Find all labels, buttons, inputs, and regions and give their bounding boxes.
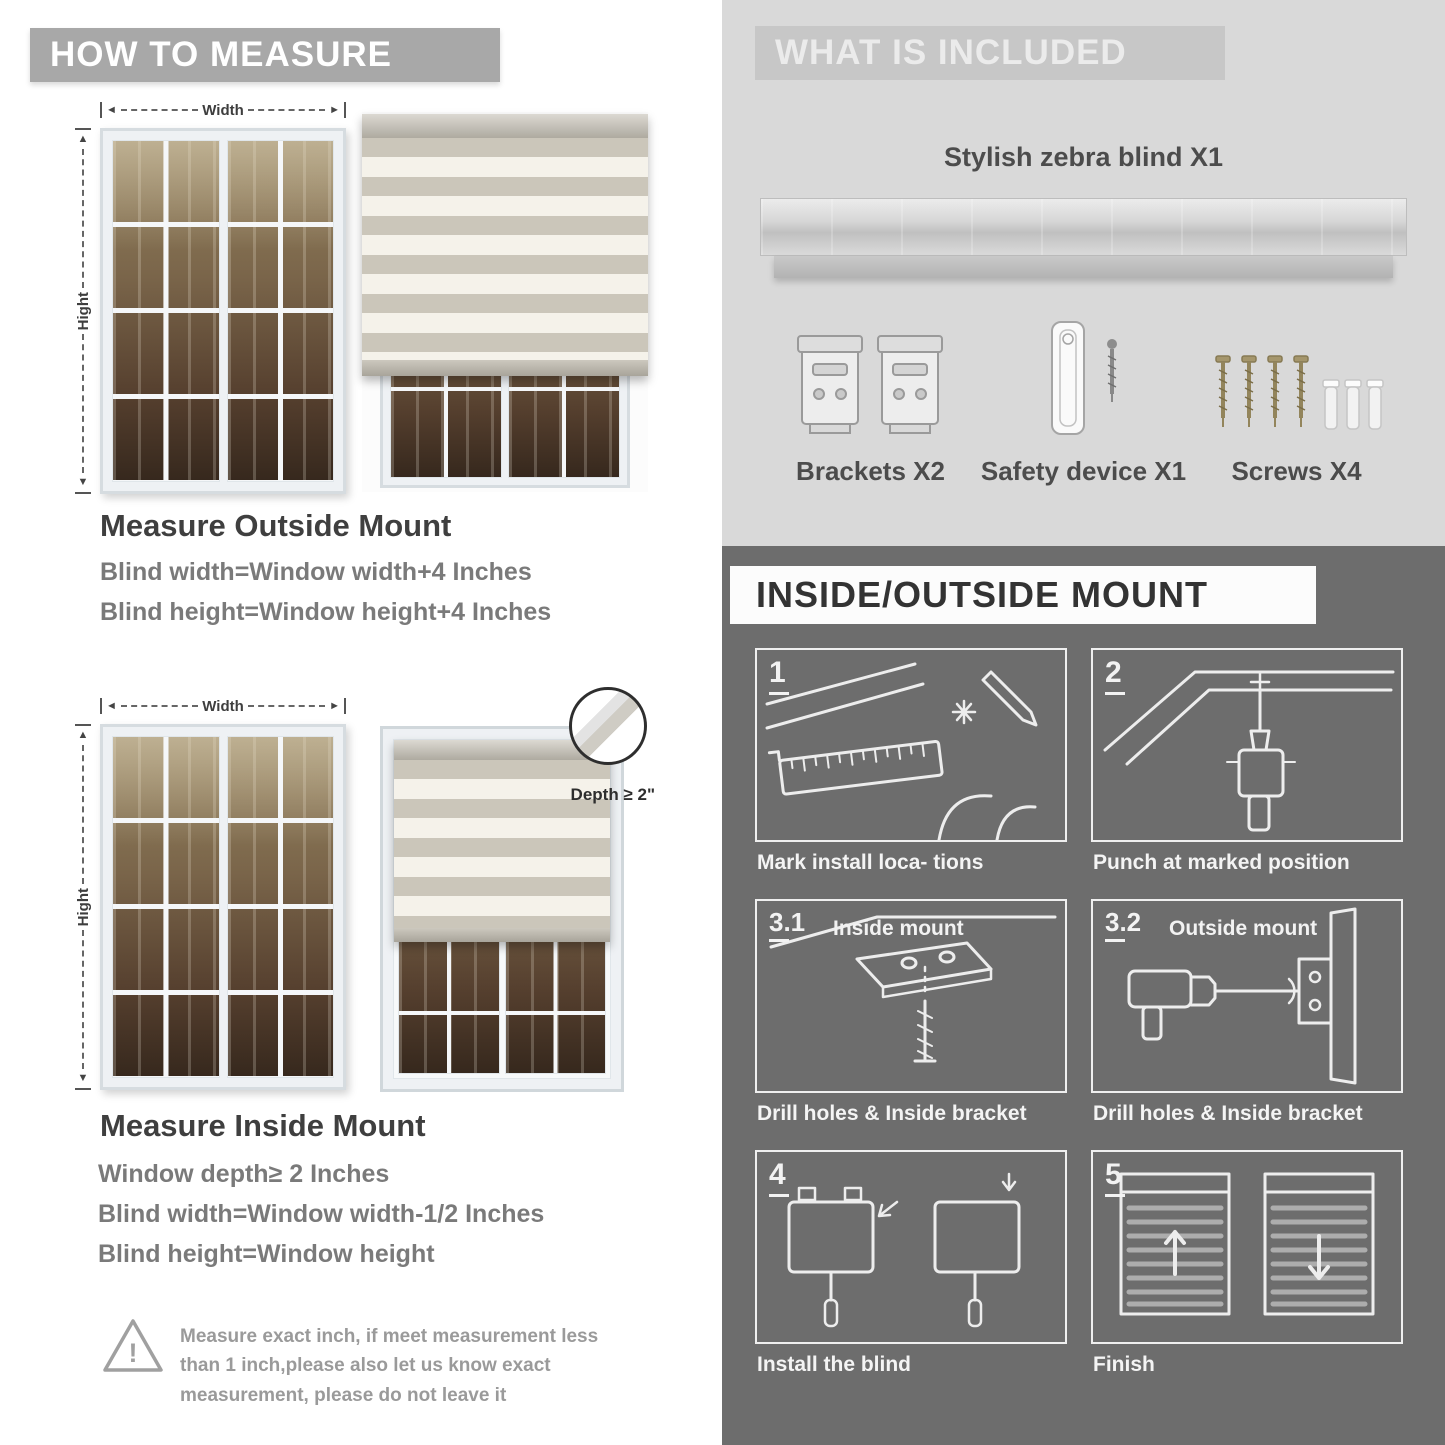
- zebra-blind-image: [362, 114, 648, 376]
- outside-mount-heading: Measure Outside Mount: [100, 508, 451, 544]
- arrow-up-icon: ▲: [78, 730, 89, 741]
- step-badge: 4: [769, 1160, 789, 1197]
- step-4-illustration: [757, 1152, 1065, 1342]
- height-label: Hight: [75, 292, 92, 330]
- inside-mount-window-figure: ◄ Width ► ▲ Hight ▼: [72, 696, 346, 1090]
- outside-mount-rule-width: Blind width=Window width+4 Inches: [100, 558, 532, 587]
- step-caption: Drill holes & Inside bracket: [1093, 1102, 1403, 1134]
- safety-device-icon: [1024, 318, 1144, 440]
- width-label: Width: [202, 698, 244, 715]
- arrow-up-icon: ▲: [78, 134, 89, 145]
- included-item-safety-device: Safety device X1: [977, 318, 1190, 487]
- arrow-left-icon: ◄: [106, 105, 117, 116]
- included-items: Brackets X2 Safety device X1: [764, 318, 1403, 487]
- product-title: Stylish zebra blind X1: [722, 142, 1445, 173]
- svg-text:!: !: [129, 1338, 138, 1368]
- depth-circle-annotation: [569, 687, 647, 765]
- inside-mount-rule-depth: Window depth≥ 2 Inches: [98, 1160, 389, 1189]
- blind-bottom-rail: [394, 928, 610, 942]
- blind-bottom-rail: [362, 360, 648, 376]
- step-badge: 3.2: [1105, 909, 1141, 942]
- warning-note: Measure exact inch, if meet measurement …: [180, 1322, 660, 1410]
- step-4-panel: 4: [755, 1150, 1067, 1344]
- step-caption: Install the blind: [757, 1353, 1067, 1385]
- window-sash: [227, 140, 335, 482]
- arrow-down-icon: ▼: [78, 1073, 89, 1084]
- arrow-right-icon: ►: [329, 105, 340, 116]
- outside-mount-blind-figure: [362, 112, 648, 492]
- step-inline-label: Outside mount: [1169, 917, 1317, 941]
- arrow-left-icon: ◄: [106, 701, 117, 712]
- window-photo: [100, 128, 346, 494]
- step-caption: Finish: [1093, 1353, 1403, 1385]
- warning-line: than 1 inch,please also let us know exac…: [180, 1351, 660, 1380]
- how-to-measure-banner: HOW TO MEASURE: [30, 28, 500, 82]
- window-sash: [227, 736, 335, 1078]
- inside-mount-rule-height: Blind height=Window height: [98, 1240, 435, 1269]
- step-3-1-panel: 3.1 Inside mount: [755, 899, 1067, 1093]
- included-item-brackets: Brackets X2: [764, 318, 977, 487]
- blind-stripes: [362, 138, 648, 360]
- mount-steps-grid: 1: [755, 648, 1403, 1385]
- included-item-label: Screws X4: [1231, 456, 1361, 487]
- step-1-illustration: [757, 650, 1065, 840]
- zebra-blind-image: [394, 740, 610, 942]
- arrow-right-icon: ►: [329, 701, 340, 712]
- mount-step-1: 1: [755, 648, 1067, 883]
- blind-headrail: [362, 114, 648, 138]
- inside-mount-heading: Measure Inside Mount: [100, 1108, 426, 1144]
- outside-mount-window-figure: ◄ Width ► ▲ Hight ▼: [72, 100, 346, 494]
- window-sash: [112, 140, 220, 482]
- window-photo: [100, 724, 346, 1090]
- included-item-screws: Screws X4: [1190, 318, 1403, 487]
- mount-step-2: 2 Punch at marked position: [1091, 648, 1403, 883]
- height-measure-arrow: ▲ Hight ▼: [72, 724, 94, 1090]
- mount-step-4: 4: [755, 1150, 1067, 1385]
- step-badge: 2: [1105, 658, 1125, 695]
- step-badge: 1: [769, 658, 789, 695]
- depth-label: Depth ≥ 2": [571, 785, 655, 805]
- width-measure-arrow: ◄ Width ►: [100, 100, 346, 120]
- outside-mount-rule-height: Blind height=Window height+4 Inches: [100, 598, 551, 627]
- mount-step-3-2: 3.2 Outside mount: [1091, 899, 1403, 1134]
- inside-mount-rule-width: Blind width=Window width-1/2 Inches: [98, 1200, 544, 1229]
- step-2-illustration: [1093, 650, 1401, 840]
- step-caption: Mark install loca- tions: [757, 851, 1067, 883]
- mount-instructions-section: INSIDE/OUTSIDE MOUNT 1: [722, 546, 1445, 1445]
- step-5-illustration: [1093, 1152, 1401, 1342]
- step-caption: Drill holes & Inside bracket: [757, 1102, 1067, 1134]
- warning-line: Measure exact inch, if meet measurement …: [180, 1322, 660, 1351]
- blind-headrail-image: [760, 198, 1407, 278]
- width-measure-arrow: ◄ Width ►: [100, 696, 346, 716]
- what-is-included-section: WHAT IS INCLUDED Stylish zebra blind X1: [722, 0, 1445, 546]
- mount-step-5: 5 Finish: [1091, 1150, 1403, 1385]
- height-measure-arrow: ▲ Hight ▼: [72, 128, 94, 494]
- mount-banner: INSIDE/OUTSIDE MOUNT: [730, 566, 1316, 624]
- step-2-panel: 2: [1091, 648, 1403, 842]
- warning-icon: !: [100, 1314, 166, 1378]
- arrow-down-icon: ▼: [78, 477, 89, 488]
- step-badge: 5: [1105, 1160, 1125, 1197]
- mount-step-3-1: 3.1 Inside mount: [755, 899, 1067, 1134]
- included-item-label: Safety device X1: [981, 456, 1186, 487]
- step-badge: 3.1: [769, 909, 805, 942]
- step-5-panel: 5: [1091, 1150, 1403, 1344]
- width-label: Width: [202, 102, 244, 119]
- step-1-panel: 1: [755, 648, 1067, 842]
- included-item-label: Brackets X2: [796, 456, 945, 487]
- inside-mount-blind-figure: Depth ≥ 2": [380, 726, 624, 1092]
- window-sash: [112, 736, 220, 1078]
- step-3-2-panel: 3.2 Outside mount: [1091, 899, 1403, 1093]
- height-label: Hight: [75, 888, 92, 926]
- what-is-included-banner: WHAT IS INCLUDED: [755, 26, 1225, 80]
- brackets-icon: [796, 330, 946, 440]
- screws-icon: [1209, 352, 1385, 440]
- step-inline-label: Inside mount: [833, 917, 964, 941]
- warning-line: measurement, please do not leave it: [180, 1381, 660, 1410]
- step-caption: Punch at marked position: [1093, 851, 1403, 883]
